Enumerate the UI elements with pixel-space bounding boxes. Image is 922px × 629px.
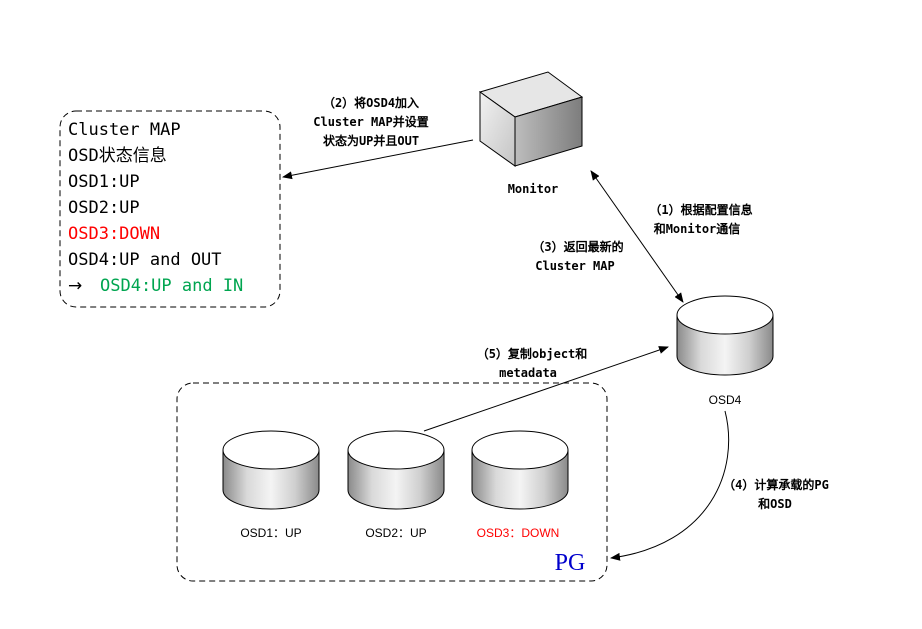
step4-line2: 和OSD — [757, 496, 792, 511]
cluster-map-line: OSD2:UP — [68, 198, 140, 218]
osd4-cylinder — [676, 295, 774, 376]
cluster-map-line: OSD4:UP and OUT — [68, 250, 222, 270]
cluster-map-line: Cluster MAP — [68, 120, 181, 140]
step2-line1: （2）将OSD4加入 — [323, 95, 419, 110]
step2-line3: 状态为UP并且OUT — [323, 133, 419, 148]
monitor-icon — [478, 71, 584, 167]
arrow-step4 — [610, 410, 730, 561]
arrow-step1-3 — [590, 170, 684, 303]
cluster-map-lines: Cluster MAP OSD状态信息 OSD1:UP OSD2:UP OSD3:DOW… — [68, 120, 243, 296]
cluster-map-line: OSD状态信息 — [68, 146, 167, 166]
pg-label: PG — [555, 550, 586, 576]
osd4-label: OSD4 — [709, 393, 742, 407]
step5-label: （5）复制object和 metadata — [477, 346, 588, 380]
pg-box — [176, 382, 608, 582]
arrow-step2 — [282, 139, 474, 180]
cluster-map-arrow-icon: → — [68, 276, 82, 296]
step5-line1: （5）复制object和 — [477, 346, 588, 361]
osd1-label: OSD1：UP — [240, 526, 301, 540]
step1-line1: （1）根据配置信息 — [649, 202, 752, 217]
cluster-map-line: OSD4:UP and IN — [100, 276, 243, 296]
osd2-cylinder — [347, 430, 445, 510]
step3-line2: Cluster MAP — [535, 259, 614, 273]
cluster-map-box — [59, 110, 281, 308]
step2-label: （2）将OSD4加入 Cluster MAP并设置 状态为UP并且OUT — [313, 95, 428, 148]
osd3-cylinder — [471, 430, 569, 510]
step3-line1: （3）返回最新的 — [532, 239, 623, 254]
arrow-step5 — [423, 346, 669, 432]
cluster-map-line: OSD3:DOWN — [68, 224, 160, 244]
step2-line2: Cluster MAP并设置 — [313, 114, 428, 129]
step5-line2: metadata — [499, 366, 557, 380]
monitor-label: Monitor — [508, 182, 559, 196]
osd1-cylinder — [222, 430, 320, 510]
osd3-label: OSD3：DOWN — [477, 526, 560, 540]
step4-line1: （4）计算承载的PG — [723, 477, 829, 492]
step4-label: （4）计算承载的PG 和OSD — [723, 477, 829, 511]
step1-line2: 和Monitor通信 — [653, 221, 741, 236]
step1-label: （1）根据配置信息 和Monitor通信 — [649, 202, 752, 236]
cluster-map-line: OSD1:UP — [68, 172, 140, 192]
step3-label: （3）返回最新的 Cluster MAP — [532, 239, 623, 273]
osd2-label: OSD2：UP — [365, 526, 426, 540]
